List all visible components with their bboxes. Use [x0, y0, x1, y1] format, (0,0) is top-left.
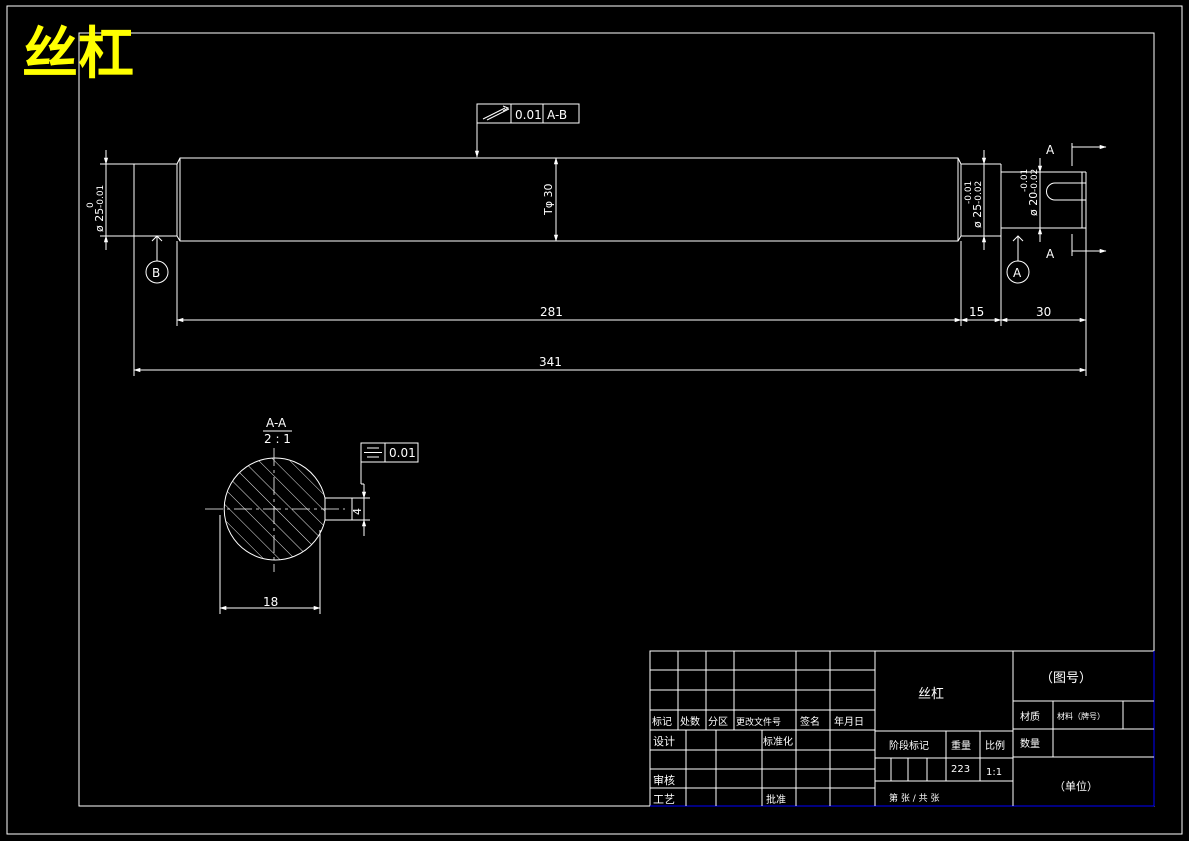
- tb-hdr-mark: 标记: [652, 716, 672, 728]
- tb-hdr-count: 处数: [680, 715, 700, 728]
- tb-weight-label: 重量: [951, 739, 971, 752]
- dim-right1-tol-dn: -0.02: [974, 181, 984, 204]
- cutting-plane: [1071, 143, 1107, 256]
- tb-material: 材料（牌号）: [1057, 711, 1105, 721]
- dim-281: 281: [540, 305, 563, 319]
- tb-hdr-date: 年月日: [834, 715, 864, 728]
- tb-scale: 1:1: [986, 767, 1002, 778]
- dim-section-dia: 18: [263, 595, 278, 609]
- dim-left-diameter: ø 25: [93, 208, 106, 232]
- symmetry-tolerance-frame: [360, 442, 419, 485]
- dim-15: 15: [969, 305, 984, 319]
- section-mark-top: A: [1046, 143, 1055, 157]
- dim-right1-diameter: ø 25: [971, 204, 984, 228]
- datum-a-label: A: [1013, 266, 1022, 280]
- runout-value: 0.01: [515, 108, 542, 122]
- tb-drawing-no: （图号）: [1040, 671, 1092, 686]
- tb-weight: 223: [951, 764, 970, 775]
- inner-frame: [78, 32, 1155, 807]
- tb-approve: 批准: [766, 793, 786, 806]
- section-mark-bottom: A: [1046, 247, 1055, 261]
- symmetry-value: 0.01: [389, 446, 416, 460]
- dim-right2-tol-up: -0.01: [1020, 169, 1030, 192]
- tb-sheet-info: 第 张 / 共 张: [889, 792, 939, 804]
- section-scale: 2 : 1: [264, 432, 291, 446]
- dim-key-width: 4: [351, 508, 364, 515]
- tb-process: 工艺: [653, 793, 675, 806]
- tb-material-label: 材质: [1020, 710, 1040, 723]
- title-block: [649, 650, 1155, 807]
- dim-right2-diameter: ø 20: [1027, 192, 1040, 216]
- tb-review: 审核: [653, 773, 675, 787]
- datum-b-label: B: [152, 266, 160, 280]
- outer-frame: [6, 5, 1183, 835]
- dim-30: 30: [1036, 305, 1051, 319]
- section-name: A-A: [266, 416, 287, 430]
- tb-scale-label: 比例: [985, 739, 1005, 752]
- key-width-dim: [352, 484, 370, 536]
- datum-a: [1006, 235, 1030, 284]
- length-dims: [133, 228, 1087, 376]
- tb-quantity-label: 数量: [1020, 737, 1040, 750]
- datum-b: [145, 235, 169, 284]
- runout-datum: A-B: [547, 108, 567, 122]
- dim-left-tol-dn: -0.01: [96, 185, 106, 208]
- tb-design: 设计: [653, 735, 675, 748]
- left-diameter-dim: [100, 150, 134, 250]
- tb-unit: （单位）: [1054, 779, 1098, 793]
- dim-right2-tol-dn: -0.02: [1030, 169, 1040, 192]
- tb-hdr-change: 更改文件号: [736, 716, 781, 728]
- section-dia-dim: [219, 515, 321, 614]
- shaft-view: [133, 157, 1087, 242]
- dim-body-diameter: Tφ 30: [542, 184, 555, 216]
- tb-standardize: 标准化: [763, 735, 793, 748]
- tb-part-name: 丝杠: [918, 686, 944, 702]
- tb-hdr-sign: 签名: [800, 715, 820, 728]
- dim-right1-tol-up: -0.01: [964, 181, 974, 204]
- runout-tolerance-frame: [474, 103, 580, 158]
- section-a-a: [205, 448, 353, 572]
- dim-left-tol-up: 0: [86, 202, 96, 208]
- dim-341: 341: [539, 355, 562, 369]
- drawing-title: 丝杠: [22, 22, 134, 87]
- tb-hdr-zone: 分区: [708, 716, 728, 728]
- tb-stage-mark: 阶段标记: [889, 739, 929, 752]
